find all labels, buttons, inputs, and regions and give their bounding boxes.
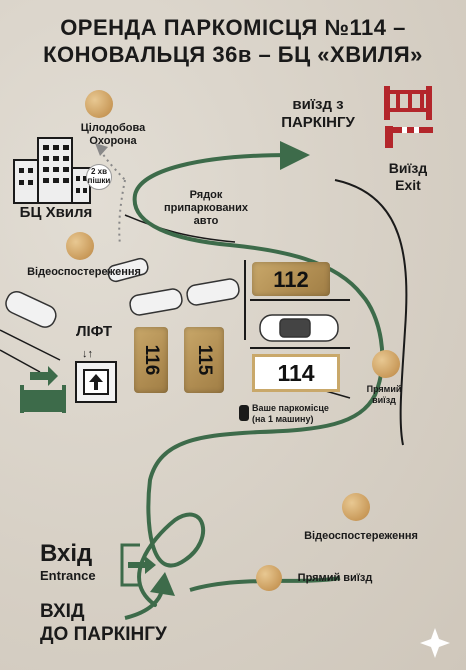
direct-exit-label-right: Прямий виїзд bbox=[366, 384, 402, 405]
direct-exit-label-bottom: Прямий виїзд bbox=[297, 572, 373, 584]
direct-exit-icon bbox=[372, 350, 400, 378]
spot-116-number: 116 bbox=[141, 344, 162, 376]
spot-112-number: 112 bbox=[273, 267, 309, 292]
walk-arrow bbox=[95, 143, 108, 156]
spot-115 bbox=[184, 327, 224, 393]
lift-label: ЛІФТ bbox=[75, 323, 113, 340]
spot-116 bbox=[134, 327, 168, 393]
road-outline-left bbox=[0, 329, 61, 373]
page-title: ОРЕНДА ПАРКОМІСЦЯ №114 – КОНОВАЛЬЦЯ 36в … bbox=[0, 14, 466, 68]
parking-top-lines bbox=[244, 260, 350, 349]
spot-115-number: 115 bbox=[194, 344, 215, 376]
lift-icon bbox=[75, 361, 117, 403]
camera-icon-bottom bbox=[342, 493, 370, 521]
exit-label: Виїзд Exit bbox=[388, 160, 428, 193]
building-label: БЦ Хвиля bbox=[19, 204, 93, 221]
building-icon bbox=[13, 137, 91, 204]
parking-entry-label: ВХІД ДО ПАРКІНГУ bbox=[40, 601, 167, 645]
car-icon bbox=[259, 314, 339, 342]
exit-parking-label: виїзд з ПАРКІНГУ bbox=[281, 96, 355, 131]
title-line-2: КОНОВАЛЬЦЯ 36в – БЦ «ХВИЛЯ» bbox=[43, 42, 423, 67]
route-path bbox=[132, 153, 385, 607]
car-icon bbox=[5, 257, 240, 328]
door-icon bbox=[120, 543, 156, 587]
key-icon bbox=[239, 405, 249, 421]
your-spot-label: Ваше паркомісце (на 1 машину) bbox=[252, 403, 329, 424]
entrance-label: Вхід Entrance bbox=[40, 540, 96, 583]
spot-114 bbox=[252, 354, 340, 392]
walk-dotted-path bbox=[118, 179, 126, 246]
title-line-1: ОРЕНДА ПАРКОМІСЦЯ №114 – bbox=[60, 15, 406, 40]
route-loop-mid bbox=[150, 461, 350, 480]
exit-gate-icon bbox=[384, 86, 432, 120]
lift-arrows: ↓↑ bbox=[82, 348, 93, 360]
walk-badge: 2 хв пішки bbox=[86, 164, 112, 190]
route-arrow-head bbox=[280, 141, 310, 170]
direct-exit-icon-bottom bbox=[256, 565, 282, 591]
video-label-bottom: Відеоспостереження bbox=[304, 530, 418, 542]
camera-icon bbox=[66, 232, 94, 260]
walk-dotted-path-2 bbox=[99, 149, 126, 181]
road-outline-right bbox=[334, 179, 408, 446]
parked-row-label: Рядок припаркованих авто bbox=[164, 189, 248, 227]
gate-icon bbox=[20, 366, 66, 413]
spot-114-number: 114 bbox=[277, 360, 315, 386]
spot-112 bbox=[252, 262, 330, 296]
video-label-top: Відеоспостереження bbox=[27, 266, 141, 278]
sparkle-icon bbox=[420, 628, 450, 658]
entry-arrow-head bbox=[150, 572, 175, 596]
road-outline-mid bbox=[124, 214, 236, 243]
shield-icon bbox=[85, 90, 113, 118]
barrier-icon bbox=[385, 126, 433, 148]
security-label: Цілодобова Охорона bbox=[80, 122, 146, 147]
